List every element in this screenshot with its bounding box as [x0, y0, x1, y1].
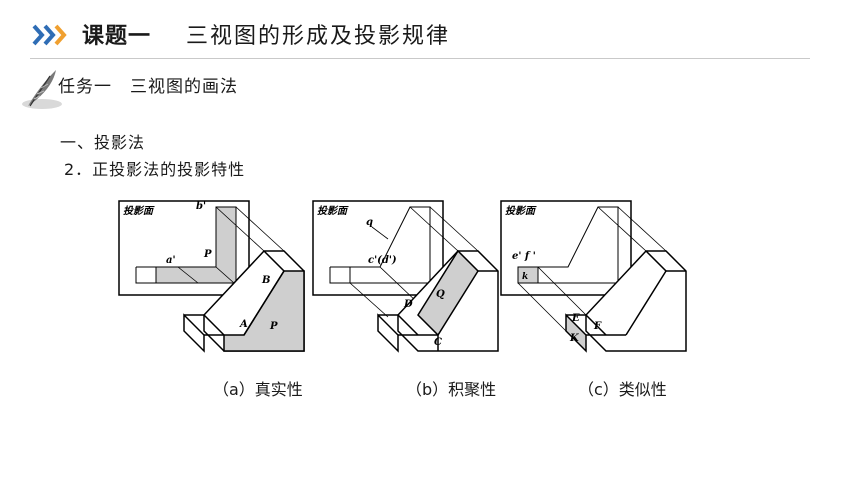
projection-plane-label: 投影面: [505, 205, 537, 217]
label-q-small: q: [366, 217, 373, 228]
projection-figure: 投影面 b' a' P B A P 投影面: [118, 200, 687, 353]
label-k-small: k: [522, 272, 528, 282]
panel-a-true-shape: 投影面 b' a' P B A P: [118, 200, 305, 353]
label-b-prime: b': [196, 201, 206, 212]
panel-c-similarity: 投影面 e' f ' k E F K: [500, 200, 687, 353]
label-e: E: [571, 313, 580, 324]
caption-true-shape: （a）真实性: [213, 380, 303, 399]
caption-similarity: （c）类似性: [578, 380, 667, 399]
panel-b-accumulation: 投影面 q c'(d') Q D C: [312, 200, 499, 353]
label-q-face: Q: [436, 289, 445, 300]
chevron-arrows-icon: [32, 24, 67, 46]
caption-accumulation: （b）积聚性: [406, 380, 497, 399]
topic-title: 三视图的形成及投影规律: [186, 24, 451, 49]
label-k: K: [569, 333, 580, 344]
label-d: D: [403, 299, 413, 310]
label-p-top: P: [203, 249, 212, 260]
label-b: B: [261, 275, 270, 286]
projection-k-face: [517, 266, 539, 284]
label-p-bottom: P: [269, 321, 278, 332]
header-divider: [30, 58, 810, 59]
label-f: F: [593, 321, 602, 332]
label-a-prime: a': [166, 255, 176, 266]
section-heading: 一、投影法: [60, 133, 146, 152]
object-k-face: [565, 313, 587, 353]
projection-plane-label: 投影面: [123, 205, 155, 217]
leader-q: [371, 226, 389, 240]
label-a: A: [239, 319, 248, 330]
quill-pen-icon: [22, 70, 62, 109]
label-cd-prime: c'(d'): [368, 255, 397, 266]
item-heading: 2．正投影法的投影特性: [64, 160, 246, 179]
task-title: 任务一 三视图的画法: [58, 77, 238, 97]
label-ef-prime: e' f ': [512, 251, 536, 262]
course-title: 课题一: [82, 24, 152, 49]
label-c: C: [434, 337, 442, 348]
projection-plane-label: 投影面: [317, 205, 349, 217]
